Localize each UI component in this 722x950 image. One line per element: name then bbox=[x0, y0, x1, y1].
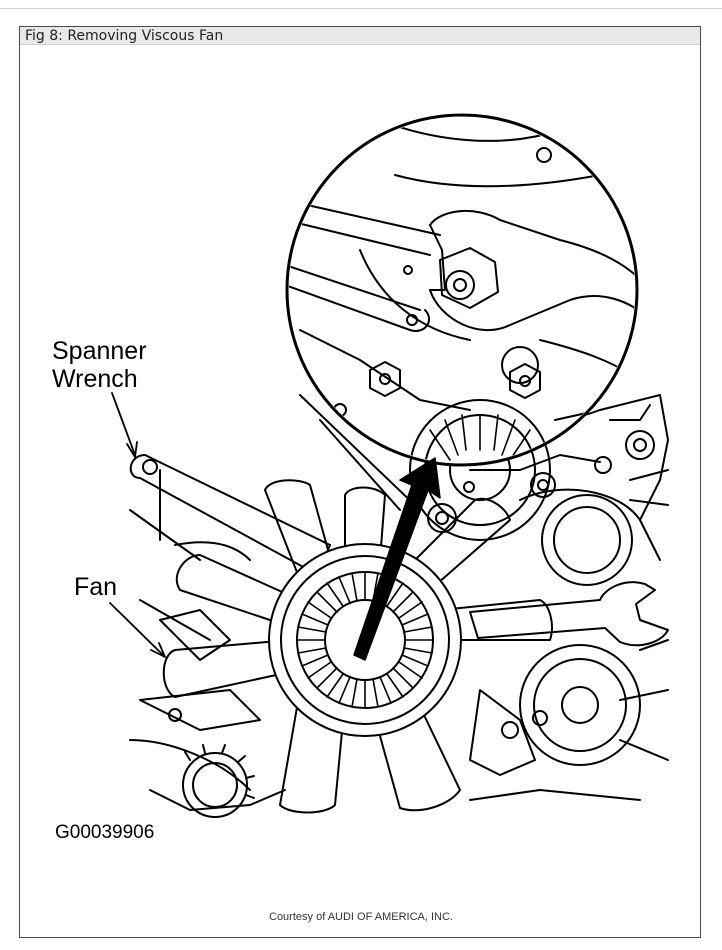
top-strip bbox=[0, 0, 722, 9]
figure-titlebar: Fig 8: Removing Viscous Fan bbox=[20, 27, 700, 45]
figure-credit: Courtesy of AUDI OF AMERICA, INC. bbox=[269, 911, 453, 923]
spanner-label-line2: Wrench bbox=[52, 365, 138, 393]
spanner-label-line1: Spanner bbox=[52, 337, 147, 365]
figure-code: G00039906 bbox=[55, 822, 155, 843]
open-end-wrench-drawing bbox=[469, 581, 669, 647]
spanner-leader-line bbox=[111, 392, 138, 458]
magnification-arrow bbox=[353, 457, 441, 661]
fan-leader-line bbox=[109, 602, 166, 658]
figure-title: Fig 8: Removing Viscous Fan bbox=[25, 28, 224, 44]
spanner-wrench-label: Spanner Wrench bbox=[52, 337, 147, 393]
fan-label: Fan bbox=[74, 573, 118, 601]
magnified-detail-circle bbox=[285, 113, 639, 467]
